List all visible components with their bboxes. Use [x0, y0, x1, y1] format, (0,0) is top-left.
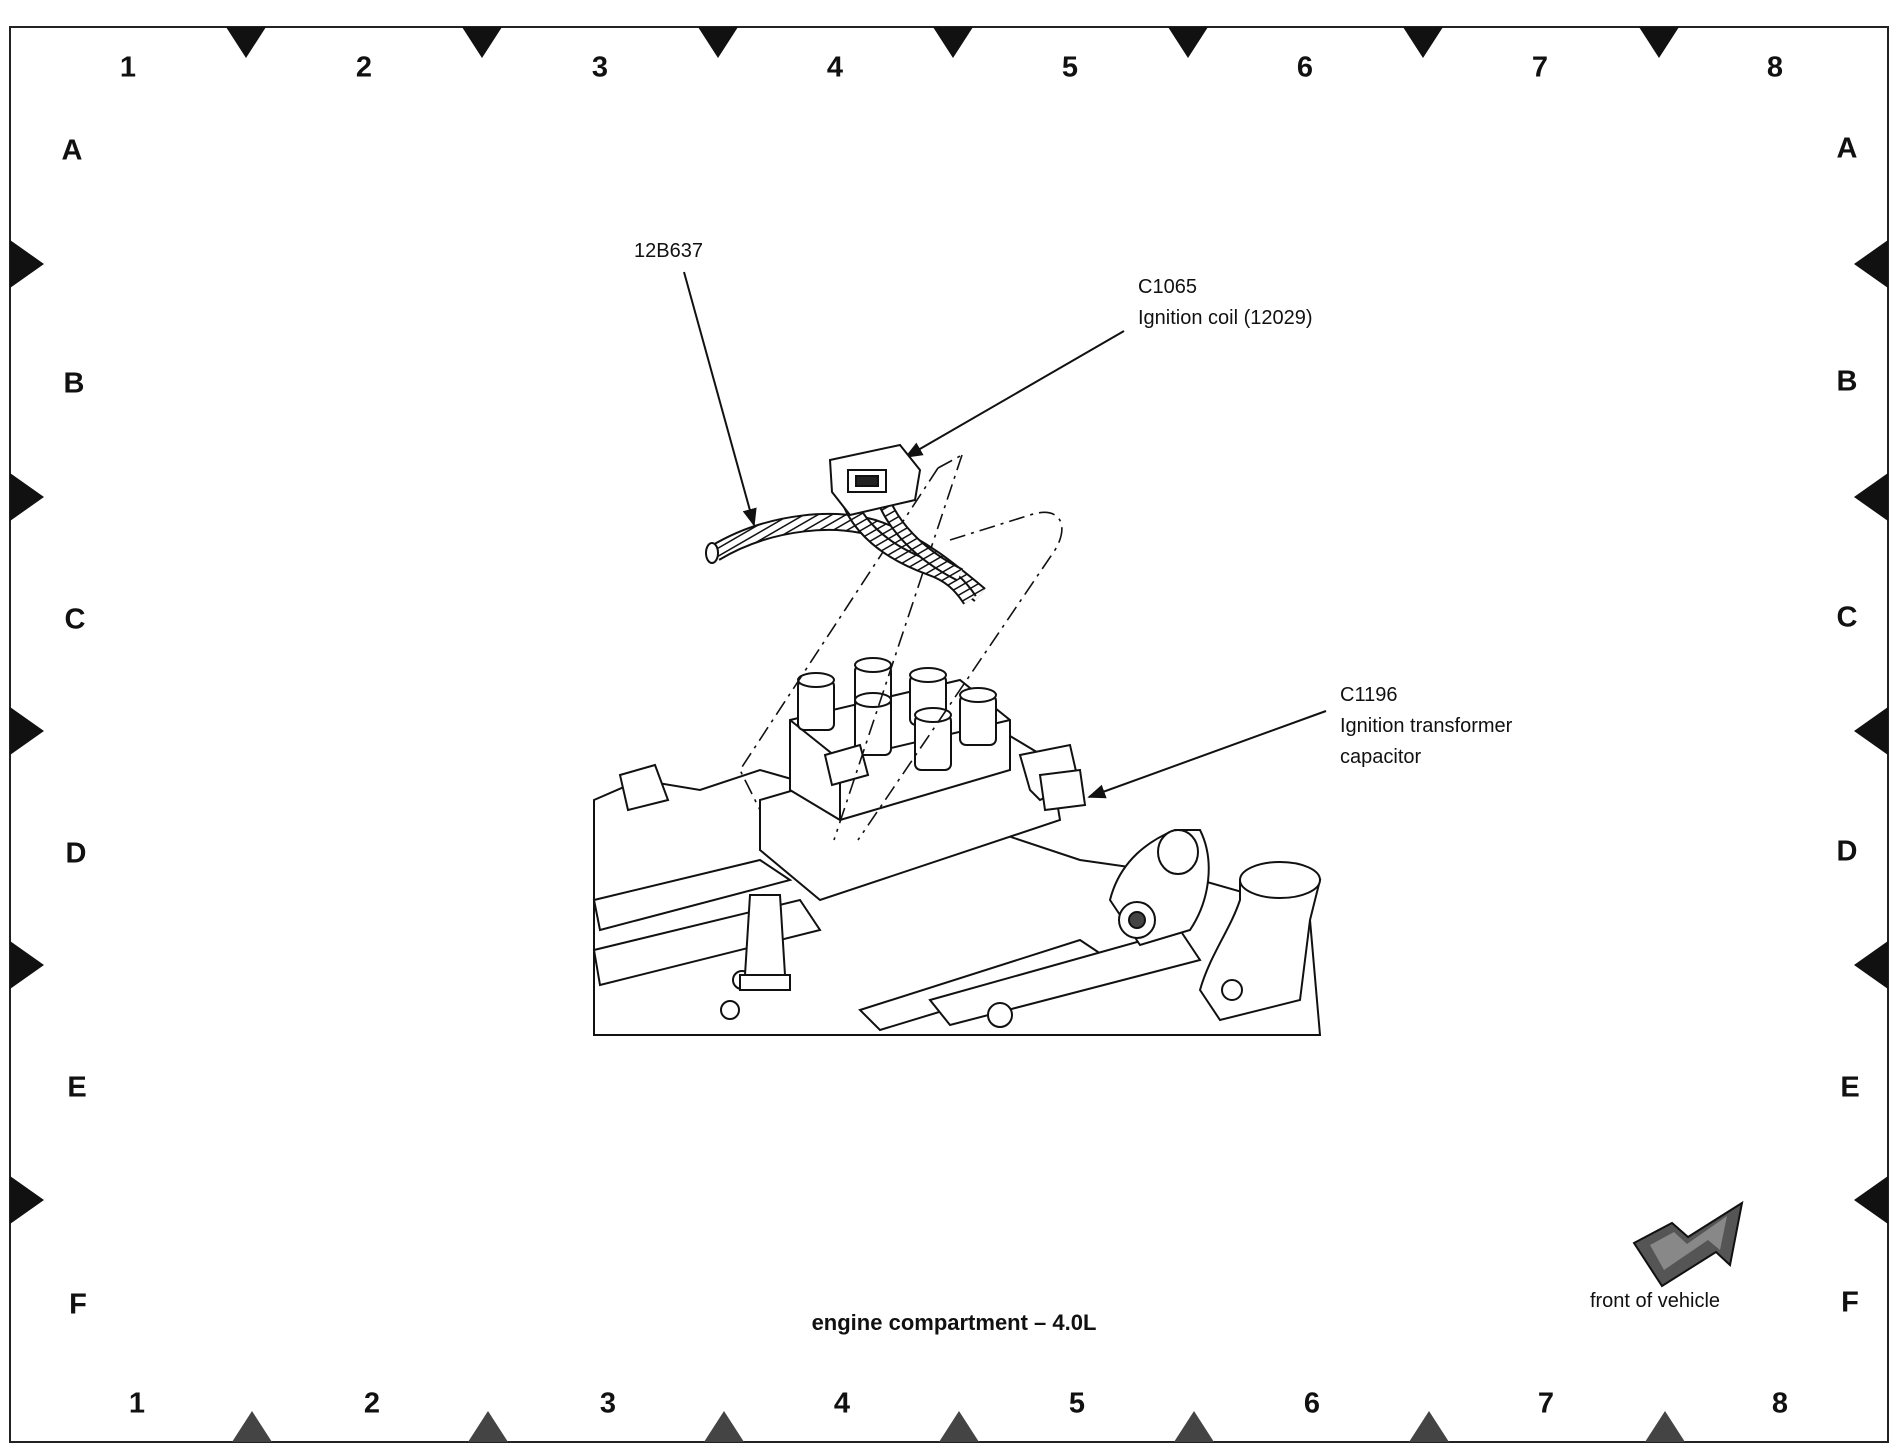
grid-row-left-b: B	[63, 367, 85, 400]
grid-col-bottom-7: 7	[1537, 1387, 1555, 1420]
grid-row-left-e: E	[67, 1071, 87, 1104]
callout-capacitor: C1196 Ignition transformer capacitor	[1340, 680, 1512, 773]
grid-row-right-f: F	[1841, 1286, 1859, 1319]
diagram-caption: engine compartment – 4.0L	[811, 1310, 1097, 1335]
grid-col-top-3: 3	[591, 51, 609, 84]
leader-harness	[683, 271, 757, 527]
grid-col-top-4: 4	[826, 51, 844, 84]
leader-coil-connector	[904, 330, 1125, 458]
grid-col-top-7: 7	[1531, 51, 1549, 84]
grid-row-right-c: C	[1836, 601, 1858, 634]
wiring-harness	[705, 483, 986, 605]
right-grid-markers	[1854, 240, 1888, 1224]
engine-illustration	[592, 657, 1322, 1036]
grid-col-bottom-5: 5	[1068, 1387, 1086, 1420]
coil-connector-plug	[828, 443, 922, 517]
grid-col-bottom-6: 6	[1303, 1387, 1321, 1420]
grid-col-top-1: 1	[119, 51, 137, 84]
front-arrow-icon	[1632, 1200, 1744, 1288]
grid-col-bottom-2: 2	[363, 1387, 381, 1420]
grid-row-right-d: D	[1836, 835, 1858, 868]
grid-col-bottom-4: 4	[833, 1387, 851, 1420]
front-of-vehicle-label: front of vehicle	[1589, 1290, 1721, 1312]
grid-col-bottom-3: 3	[599, 1387, 617, 1420]
callout-harness-line1: 12B637	[634, 240, 703, 262]
grid-col-top-8: 8	[1766, 51, 1784, 84]
grid-row-right-e: E	[1840, 1071, 1860, 1104]
callout-harness: 12B637	[634, 236, 703, 267]
grid-col-top-2: 2	[355, 51, 373, 84]
grid-col-top-5: 5	[1061, 51, 1079, 84]
callout-coil-connector-line1: C1065	[1138, 276, 1197, 298]
grid-row-right-b: B	[1836, 365, 1858, 398]
grid-row-left-c: C	[64, 603, 86, 636]
grid-row-left-d: D	[65, 837, 87, 870]
grid-col-bottom-8: 8	[1771, 1387, 1789, 1420]
grid-row-left-f: F	[69, 1288, 87, 1321]
exploded-view-lines	[739, 454, 1063, 841]
callout-capacitor-line1: C1196	[1340, 684, 1398, 706]
callout-capacitor-line3: capacitor	[1340, 746, 1422, 768]
grid-row-right-a: A	[1836, 132, 1858, 165]
leader-capacitor	[1087, 710, 1327, 799]
callout-capacitor-line2: Ignition transformer	[1340, 715, 1513, 737]
bottom-grid-markers	[232, 1411, 1685, 1442]
grid-col-bottom-1: 1	[128, 1387, 146, 1420]
callout-coil-connector: C1065 Ignition coil (12029)	[1138, 272, 1313, 334]
top-grid-markers	[226, 27, 1679, 58]
callout-coil-connector-line2: Ignition coil (12029)	[1138, 307, 1313, 329]
left-grid-markers	[10, 240, 44, 1224]
grid-row-left-a: A	[61, 134, 83, 167]
grid-col-top-6: 6	[1296, 51, 1314, 84]
